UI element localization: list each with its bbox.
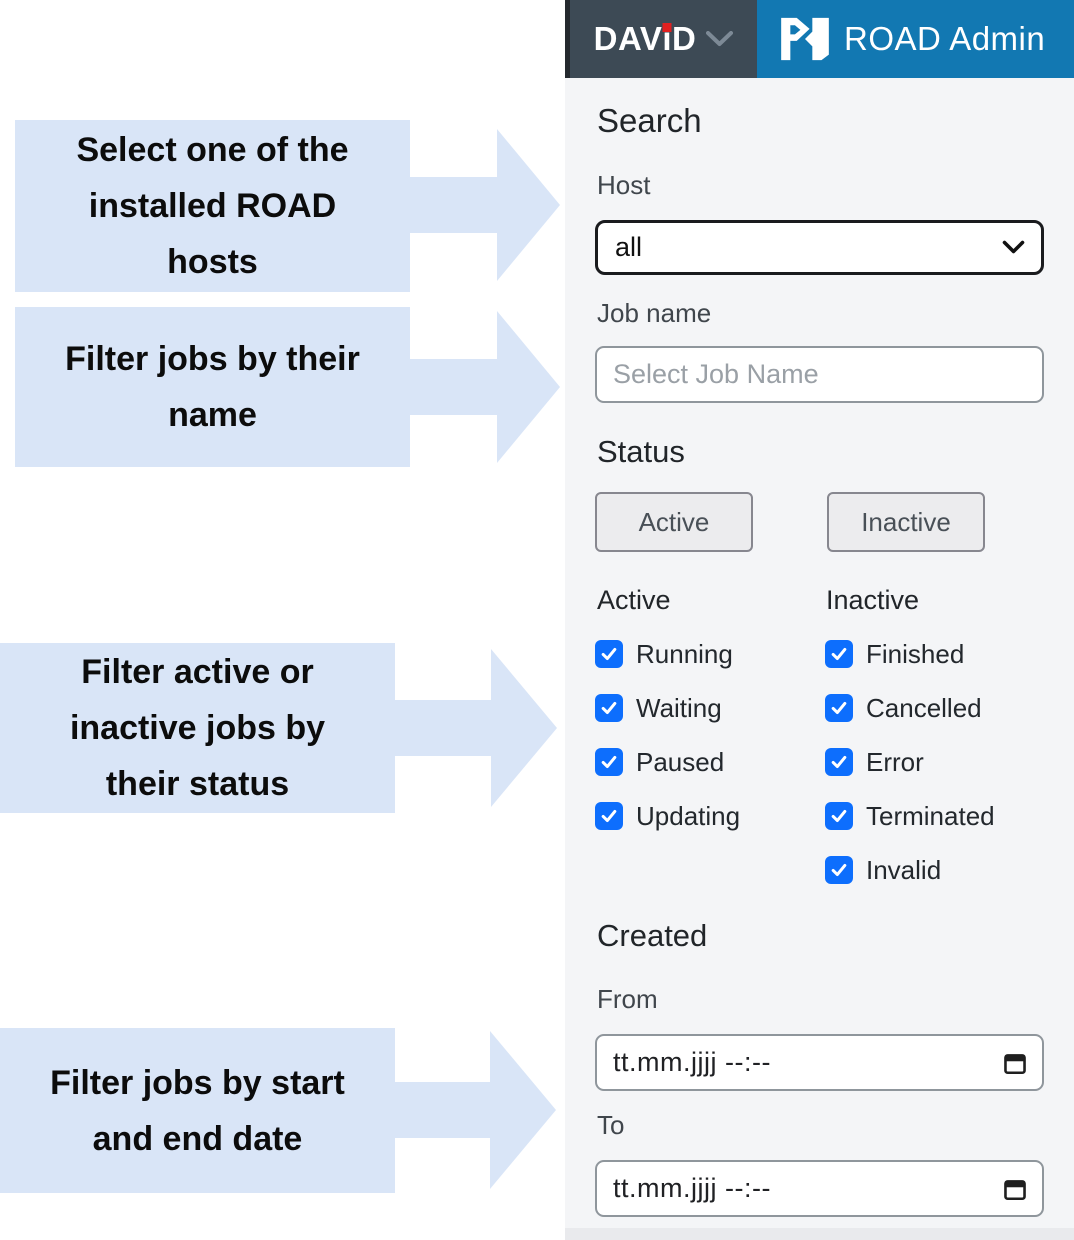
checkbox-cancelled[interactable] bbox=[825, 694, 853, 722]
host-label: Host bbox=[597, 170, 651, 200]
created-section-title: Created bbox=[597, 918, 708, 953]
annotation-jobname-arrow-head bbox=[497, 311, 560, 463]
checkbox-label-error: Error bbox=[866, 746, 924, 777]
checkbox-invalid[interactable] bbox=[825, 856, 853, 884]
checkbox-paused[interactable] bbox=[595, 748, 623, 776]
checkbox-terminated[interactable] bbox=[825, 802, 853, 830]
road-admin-panel: DAViD ROAD Admin Search Host all bbox=[565, 0, 1074, 1240]
checkbox-label-terminated: Terminated bbox=[866, 800, 995, 831]
to-datetime-value: tt.mm.jjjj --:-- bbox=[613, 1173, 771, 1203]
checkbox-running[interactable] bbox=[595, 640, 623, 668]
checkbox-waiting[interactable] bbox=[595, 694, 623, 722]
checkbox-label-finished: Finished bbox=[866, 638, 965, 669]
active-button[interactable]: Active bbox=[595, 492, 753, 552]
david-logo: DAViD bbox=[593, 20, 697, 57]
chevron-down-icon bbox=[706, 31, 734, 47]
checkbox-error[interactable] bbox=[825, 748, 853, 776]
annotation-host-arrow-stem bbox=[409, 177, 498, 233]
app-title-bar: ROAD Admin bbox=[757, 0, 1074, 78]
checkbox-label-cancelled: Cancelled bbox=[866, 692, 982, 723]
annotation-status-arrow-head bbox=[491, 649, 557, 807]
checkbox-label-waiting: Waiting bbox=[636, 692, 722, 723]
inactive-group-label: Inactive bbox=[826, 585, 920, 615]
checkbox-row-waiting: Waiting bbox=[595, 692, 722, 724]
checkbox-row-invalid: Invalid bbox=[825, 854, 941, 886]
host-select-value: all bbox=[615, 232, 643, 262]
status-section-title: Status bbox=[597, 434, 685, 469]
checkbox-label-invalid: Invalid bbox=[866, 854, 942, 885]
to-datetime-input[interactable]: tt.mm.jjjj --:-- bbox=[595, 1160, 1044, 1217]
checkbox-row-cancelled: Cancelled bbox=[825, 692, 982, 724]
to-label: To bbox=[597, 1110, 625, 1140]
checkbox-row-terminated: Terminated bbox=[825, 800, 995, 832]
checkbox-label-paused: Paused bbox=[636, 746, 725, 777]
annotation-dates-arrow-stem bbox=[394, 1082, 491, 1138]
annotation-host-arrow-head bbox=[497, 129, 560, 281]
host-select[interactable]: all bbox=[595, 220, 1044, 275]
checkbox-finished[interactable] bbox=[825, 640, 853, 668]
from-label: From bbox=[597, 984, 658, 1014]
calendar-icon[interactable] bbox=[1002, 1050, 1028, 1076]
checkbox-row-error: Error bbox=[825, 746, 924, 778]
checkbox-row-running: Running bbox=[595, 638, 733, 670]
job-name-label: Job name bbox=[597, 298, 712, 328]
road-logo-icon bbox=[781, 17, 829, 61]
active-group-label: Active bbox=[597, 585, 671, 615]
david-menu[interactable]: DAViD bbox=[565, 0, 757, 78]
header-bar: DAViD ROAD Admin bbox=[565, 0, 1074, 78]
panel-bottom-strip bbox=[565, 1228, 1074, 1240]
annotation-host-text: Select one of the installed ROAD hosts bbox=[15, 120, 410, 292]
chevron-down-icon bbox=[1002, 240, 1025, 255]
calendar-icon[interactable] bbox=[1002, 1176, 1028, 1202]
annotation-status-text: Filter active or inactive jobs by their … bbox=[0, 643, 395, 813]
checkbox-label-running: Running bbox=[636, 638, 733, 669]
annotation-dates-arrow-head bbox=[490, 1031, 556, 1189]
annotation-dates-text: Filter jobs by start and end date bbox=[0, 1028, 395, 1193]
checkbox-row-finished: Finished bbox=[825, 638, 964, 670]
app-title: ROAD Admin bbox=[844, 20, 1046, 57]
annotation-status-arrow-stem bbox=[394, 700, 492, 756]
checkbox-updating[interactable] bbox=[595, 802, 623, 830]
checkbox-row-paused: Paused bbox=[595, 746, 724, 778]
job-name-input[interactable] bbox=[595, 346, 1044, 403]
checkbox-row-updating: Updating bbox=[595, 800, 740, 832]
search-section-title: Search bbox=[597, 102, 702, 139]
from-datetime-input[interactable]: tt.mm.jjjj --:-- bbox=[595, 1034, 1044, 1091]
checkbox-label-updating: Updating bbox=[636, 800, 741, 831]
inactive-button[interactable]: Inactive bbox=[827, 492, 985, 552]
annotation-jobname-arrow-stem bbox=[409, 359, 498, 415]
from-datetime-value: tt.mm.jjjj --:-- bbox=[613, 1047, 771, 1077]
annotation-jobname-text: Filter jobs by their name bbox=[15, 307, 410, 467]
